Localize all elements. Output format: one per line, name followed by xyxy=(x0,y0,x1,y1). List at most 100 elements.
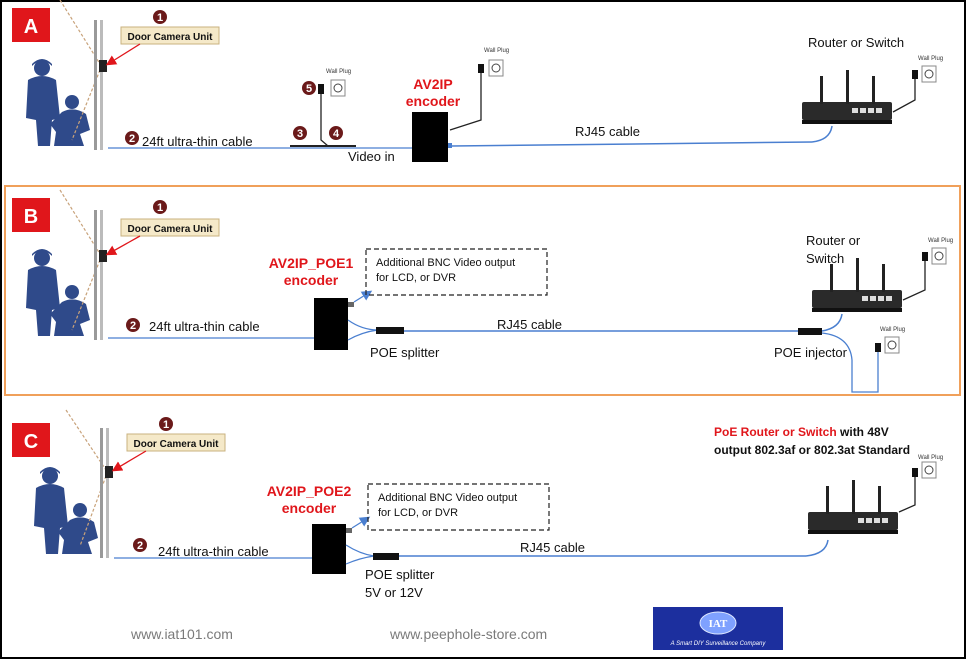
rj45-label: RJ45 cable xyxy=(575,124,640,139)
svg-text:5V or 12V: 5V or 12V xyxy=(365,585,423,600)
wall-plug-icon xyxy=(330,79,346,97)
number-3 xyxy=(293,126,307,140)
cable-label: 24ft ultra-thin cable xyxy=(142,134,253,149)
installer-silhouette xyxy=(26,249,90,336)
number-2 xyxy=(126,318,140,332)
logo-text: IAT xyxy=(709,618,728,630)
svg-text:Wall Plug: Wall Plug xyxy=(918,56,943,62)
svg-text:2: 2 xyxy=(129,133,135,145)
av2ip-encoder xyxy=(412,112,448,162)
svg-text:1: 1 xyxy=(157,202,163,214)
logo-tagline: A Smart DIY Surveillance Company xyxy=(670,641,767,647)
cable-label: 24ft ultra-thin cable xyxy=(158,544,269,559)
badge-c xyxy=(12,423,50,457)
power-adapter xyxy=(318,84,324,94)
encoder-b-title: AV2IP_POE1 xyxy=(269,255,354,271)
door-frame xyxy=(94,20,97,150)
number-1 xyxy=(153,200,167,214)
wall-plug-icon xyxy=(921,65,937,83)
router-label: Router or xyxy=(806,233,861,248)
svg-text:Wall Plug: Wall Plug xyxy=(484,48,509,54)
badge-a-letter: A xyxy=(24,16,38,38)
bnc-output-label: Additional BNC Video output xyxy=(378,492,517,504)
rj45-label: RJ45 cable xyxy=(497,317,562,332)
door-frame xyxy=(94,210,97,340)
svg-text:encoder: encoder xyxy=(406,93,461,109)
svg-text:Wall Plug: Wall Plug xyxy=(326,69,351,75)
badge-b-letter: B xyxy=(24,206,38,228)
section-b-border xyxy=(4,185,961,396)
svg-text:encoder: encoder xyxy=(284,272,339,288)
number-2 xyxy=(133,538,147,552)
section-a: A 1 Door Camera Unit 2 24ft ultra-thin c… xyxy=(12,0,943,164)
svg-text:1: 1 xyxy=(157,12,163,24)
door-camera-unit xyxy=(105,466,113,478)
badge-b xyxy=(12,198,50,232)
poe-router-label: PoE Router or Switch with 48V xyxy=(714,425,889,439)
svg-text:Wall Plug: Wall Plug xyxy=(928,238,953,244)
number-1 xyxy=(159,417,173,431)
encoder-a-title: AV2IP xyxy=(413,76,452,92)
installer-silhouette xyxy=(34,467,98,554)
poe-splitter-label: POE splitter xyxy=(365,567,435,582)
video-in-label: Video in xyxy=(348,149,395,164)
footer: www.iat101.com www.peephole-store.com IA… xyxy=(130,607,783,650)
poe-splitter xyxy=(373,553,399,560)
wall-plug-icon xyxy=(884,336,900,354)
camera-label: Door Camera Unit xyxy=(127,32,213,43)
wall-plug-icon xyxy=(931,247,947,265)
wall-plug-icon xyxy=(921,461,937,479)
svg-text:Wall Plug: Wall Plug xyxy=(918,455,943,461)
svg-text:2: 2 xyxy=(130,320,136,332)
bnc-output-box xyxy=(365,248,548,296)
camera-label-box xyxy=(120,26,220,45)
svg-text:4: 4 xyxy=(333,128,340,140)
svg-text:output 802.3af or 802.3at Sta: output 802.3af or 802.3at Standard xyxy=(714,443,910,457)
svg-text:for LCD, or DVR: for LCD, or DVR xyxy=(376,272,456,284)
svg-text:Wall Plug: Wall Plug xyxy=(880,327,905,333)
wall-plug-icon xyxy=(488,59,504,77)
poe-splitter-label: POE splitter xyxy=(370,345,440,360)
poe-injector xyxy=(798,328,822,335)
router-icon xyxy=(812,258,902,312)
svg-text:encoder: encoder xyxy=(282,500,337,516)
svg-text:3: 3 xyxy=(297,128,303,140)
camera-label-box xyxy=(126,433,226,452)
section-b: B 1 Door Camera Unit 2 24ft ultra-thin c… xyxy=(4,185,961,396)
svg-text:2: 2 xyxy=(137,540,143,552)
footer-left-url: www.iat101.com xyxy=(130,626,233,642)
section-c: C 1 Door Camera Unit 2 24ft ultra-thin c… xyxy=(12,409,943,600)
svg-text:for LCD, or DVR: for LCD, or DVR xyxy=(378,507,458,519)
poe-splitter xyxy=(376,327,404,334)
camera-label: Door Camera Unit xyxy=(127,224,213,235)
bnc-output-label: Additional BNC Video output xyxy=(376,257,515,269)
cable-label: 24ft ultra-thin cable xyxy=(149,319,260,334)
footer-center-url: www.peephole-store.com xyxy=(389,626,547,642)
number-4 xyxy=(329,126,343,140)
av2ip-poe1-encoder xyxy=(314,298,348,350)
door-camera-unit xyxy=(99,250,107,262)
view-cone-line xyxy=(59,0,101,65)
door-camera-unit xyxy=(99,60,107,72)
rj45-cable xyxy=(451,141,813,147)
rj45-label: RJ45 cable xyxy=(520,540,585,555)
svg-text:1: 1 xyxy=(163,419,169,431)
poe-injector-label: POE injector xyxy=(774,345,848,360)
bnc-output-box xyxy=(367,483,550,531)
camera-label-box xyxy=(120,218,220,237)
av2ip-poe2-encoder xyxy=(312,524,346,574)
router-label: Router or Switch xyxy=(808,35,904,50)
router-icon xyxy=(808,480,898,534)
badge-c-letter: C xyxy=(24,431,38,453)
svg-text:5: 5 xyxy=(306,83,312,95)
door-frame xyxy=(100,428,103,558)
svg-text:Switch: Switch xyxy=(806,251,844,266)
badge-a xyxy=(12,8,50,42)
installer-silhouette xyxy=(26,59,90,146)
number-1 xyxy=(153,10,167,24)
number-5 xyxy=(302,81,316,95)
camera-label: Door Camera Unit xyxy=(133,439,219,450)
router-icon xyxy=(802,70,892,124)
number-2 xyxy=(125,131,139,145)
